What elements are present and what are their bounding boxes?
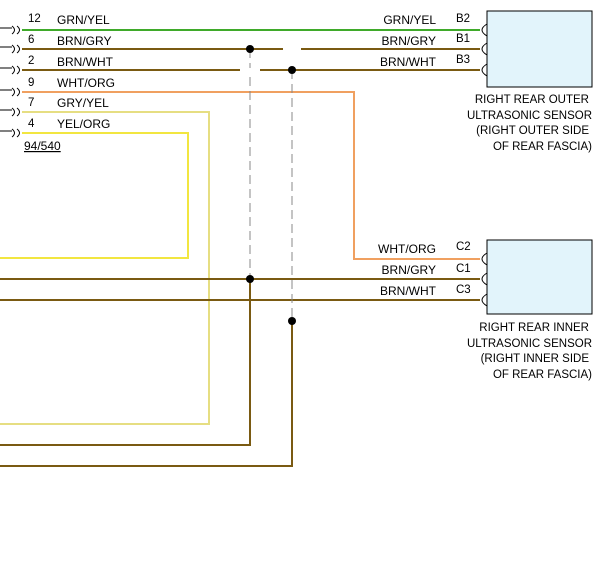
wires (0, 29, 480, 467)
wire-label-left: YEL/ORG (57, 117, 110, 131)
wire-label-left: BRN/GRY (57, 34, 111, 48)
outer-sensor-pin-b2: B2 (456, 13, 470, 25)
outer-sensor-terminals (481, 23, 488, 77)
splice-dot (288, 66, 296, 74)
wire-label-right: BRN/WHT (380, 284, 437, 298)
wire-label-right: BRN/GRY (382, 34, 436, 48)
connector-pin-2: 2 (28, 55, 34, 67)
wire-label-right: BRN/WHT (380, 55, 437, 69)
inner-sensor-box (486, 239, 593, 315)
inner-sensor-pin-c3: C3 (456, 284, 471, 296)
connector-pin-9: 9 (28, 77, 34, 89)
inner-sensor-pin-c1: C1 (456, 263, 471, 275)
wire-gry-yel (0, 111, 210, 425)
wire-brn-wht-ground (0, 321, 293, 467)
inner-sensor-pin-c2: C2 (456, 241, 471, 253)
outer-sensor-box (486, 10, 593, 88)
wire-yel-org (0, 132, 189, 259)
inner-sensor-label: OF REAR FASCIA) (493, 369, 592, 381)
wire-label-left: WHT/ORG (57, 76, 115, 90)
wire-label-left: GRY/YEL (57, 96, 109, 110)
inner-sensor-label: RIGHT REAR INNER (479, 322, 589, 334)
wire-label-left: BRN/WHT (57, 55, 114, 69)
outer-sensor-label: (RIGHT OUTER SIDE (476, 125, 589, 137)
outer-sensor-label: ULTRASONIC SENSOR (467, 110, 592, 122)
connector-pin-12: 12 (28, 13, 41, 25)
inner-sensor-terminals (481, 252, 488, 307)
splice-dot (246, 275, 254, 283)
wire-label-right: BRN/GRY (382, 263, 436, 277)
wire-label-right: WHT/ORG (378, 242, 436, 256)
connector-pin-7: 7 (28, 97, 34, 109)
connector-pin-4: 4 (28, 118, 35, 130)
connector-id: 94/540 (24, 139, 61, 153)
splice-dot (246, 45, 254, 53)
connector-94-540: 12 6 2 9 7 4 GRN/YEL BRN/GRY BRN/WHT WHT… (0, 13, 115, 153)
outer-sensor: B2 B1 B3 GRN/YEL BRN/GRY BRN/WHT RIGHT R… (380, 10, 593, 153)
inner-sensor: C2 C1 C3 WHT/ORG BRN/GRY BRN/WHT RIGHT R… (378, 239, 593, 381)
outer-sensor-pin-b3: B3 (456, 54, 470, 66)
wire-brn-gry-ground (0, 279, 251, 446)
connector-pin-6: 6 (28, 34, 34, 46)
inner-sensor-label: (RIGHT INNER SIDE (481, 353, 590, 365)
wire-wht-org (22, 91, 480, 260)
splices (246, 45, 296, 325)
connector-terminals (0, 25, 20, 138)
outer-sensor-label: RIGHT REAR OUTER (475, 94, 589, 106)
outer-sensor-label: OF REAR FASCIA) (493, 141, 592, 153)
splice-dot (288, 317, 296, 325)
outer-sensor-pin-b1: B1 (456, 33, 470, 45)
wire-label-right: GRN/YEL (383, 13, 436, 27)
wire-label-left: GRN/YEL (57, 13, 110, 27)
shield-lines (249, 49, 293, 321)
crossing-gaps (240, 46, 301, 73)
inner-sensor-label: ULTRASONIC SENSOR (467, 338, 592, 350)
